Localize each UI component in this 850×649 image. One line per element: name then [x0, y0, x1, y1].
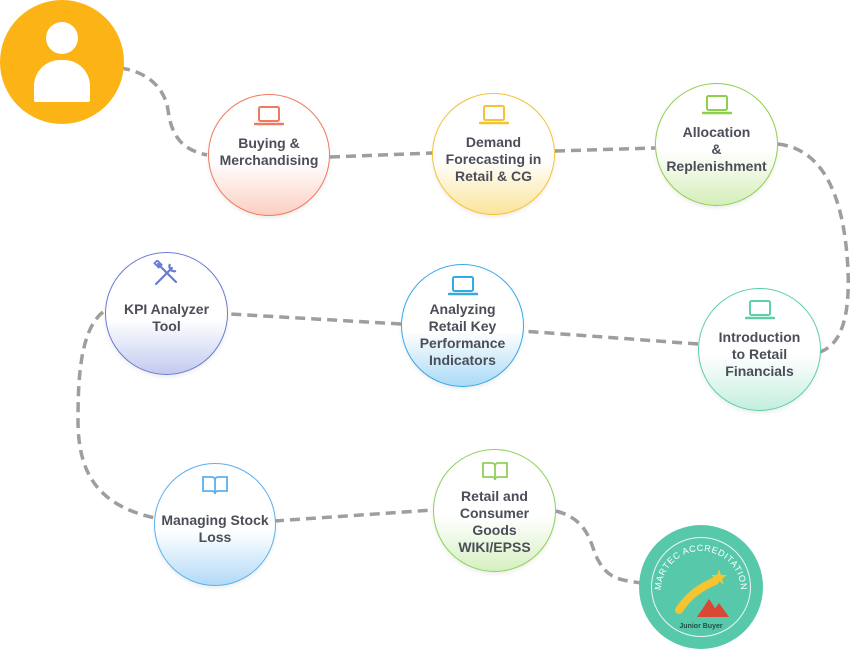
martec-logo-icon	[675, 569, 729, 617]
course-node-analyzing-kpi[interactable]: Analyzing Retail Key Performance Indicat…	[401, 264, 524, 387]
node-label: Buying & Merchandising	[219, 135, 319, 168]
course-node-buying-merchandising[interactable]: Buying & Merchandising	[208, 94, 330, 216]
tools-icon	[152, 260, 182, 287]
course-node-kpi-analyzer-tool[interactable]: KPI Analyzer Tool	[105, 252, 228, 375]
svg-text:MARTEC ACCREDITATION: MARTEC ACCREDITATION	[653, 543, 749, 591]
laptop-icon	[447, 273, 478, 299]
course-node-managing-stock-loss[interactable]: Managing Stock Loss	[154, 463, 276, 586]
laptop-icon	[478, 102, 509, 128]
user-avatar[interactable]	[0, 0, 124, 124]
badge-arc-text: MARTEC ACCREDITATION	[653, 543, 749, 591]
laptop-icon	[254, 103, 284, 129]
node-label: KPI Analyzer Tool	[123, 301, 210, 334]
accreditation-badge[interactable]: MARTEC ACCREDITATION Junior Buyer	[639, 525, 763, 649]
badge-subtitle: Junior Buyer	[679, 623, 723, 630]
course-node-demand-forecasting[interactable]: Demand Forecasting in Retail & CG	[432, 93, 555, 215]
node-label: Retail and Consumer Goods WIKI/EPSS	[458, 488, 531, 555]
node-label: Analyzing Retail Key Performance Indicat…	[419, 301, 506, 368]
user-icon	[46, 22, 78, 54]
node-label: Managing Stock Loss	[161, 512, 269, 545]
course-node-wiki-epss[interactable]: Retail and Consumer Goods WIKI/EPSS	[433, 449, 556, 572]
node-label: Introduction to Retail Financials	[718, 329, 801, 379]
book-icon	[480, 458, 510, 484]
node-label: Allocation & Replenishment	[666, 124, 767, 174]
laptop-icon	[744, 297, 775, 323]
course-node-retail-financials[interactable]: Introduction to Retail Financials	[698, 288, 821, 411]
node-label: Demand Forecasting in Retail & CG	[445, 134, 542, 184]
course-node-allocation-replenishment[interactable]: Allocation & Replenishment	[655, 83, 778, 206]
laptop-icon	[701, 92, 732, 118]
book-icon	[200, 472, 230, 498]
